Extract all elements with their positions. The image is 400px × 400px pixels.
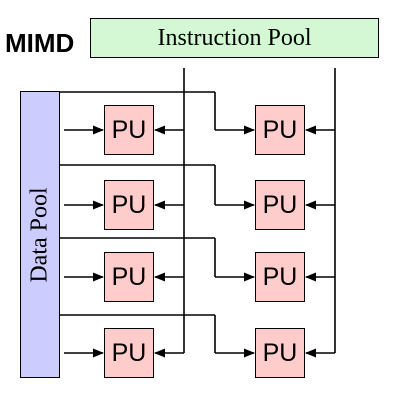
processing-unit-r2-c2: PU bbox=[255, 180, 305, 230]
processing-unit-label: PU bbox=[111, 338, 147, 367]
processing-unit-r1-c2: PU bbox=[255, 105, 305, 155]
processing-unit-label: PU bbox=[111, 262, 147, 291]
processing-unit-label: PU bbox=[262, 190, 298, 219]
processing-unit-r3-c2: PU bbox=[255, 252, 305, 302]
data-pool-box: Data Pool bbox=[20, 91, 60, 378]
processing-unit-label: PU bbox=[262, 115, 298, 144]
instruction-pool-box: Instruction Pool bbox=[90, 18, 379, 58]
processing-unit-r4-c1: PU bbox=[104, 328, 154, 378]
processing-unit-label: PU bbox=[111, 115, 147, 144]
data-pool-label: Data Pool bbox=[26, 186, 53, 283]
processing-unit-r3-c1: PU bbox=[104, 252, 154, 302]
processing-unit-label: PU bbox=[262, 338, 298, 367]
processing-unit-label: PU bbox=[111, 190, 147, 219]
processing-unit-r2-c1: PU bbox=[104, 180, 154, 230]
diagram-title: MIMD bbox=[5, 28, 75, 58]
processing-unit-r1-c1: PU bbox=[104, 105, 154, 155]
processing-unit-label: PU bbox=[262, 262, 298, 291]
processing-unit-r4-c2: PU bbox=[255, 328, 305, 378]
instruction-pool-label: Instruction Pool bbox=[157, 24, 312, 51]
